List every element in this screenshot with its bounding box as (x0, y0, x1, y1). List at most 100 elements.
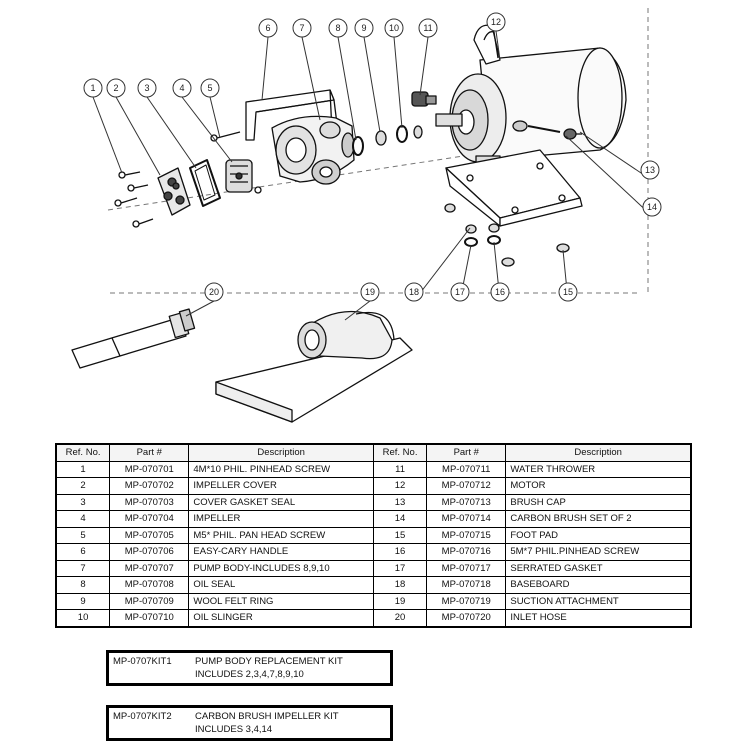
table-cell-ref1: 4 (55, 510, 111, 528)
callout-circle (418, 18, 438, 38)
table-cell-desc2: SERRATED GASKET (505, 559, 692, 577)
callout-number: 14 (647, 202, 657, 212)
table-cell-desc1: PUMP BODY-INCLUDES 8,9,10 (188, 559, 374, 577)
callout-circle (137, 78, 157, 98)
callout-circle (384, 18, 404, 38)
table-cell-desc1: 4M*10 PHIL. PINHEAD SCREW (188, 460, 374, 478)
table-cell-ref2: 15 (372, 526, 428, 544)
callout-number: 7 (299, 23, 304, 33)
table-cell-part1: MP-070709 (109, 592, 190, 610)
callout-leader-line (209, 96, 221, 139)
header-part-left: Part # (109, 443, 190, 462)
callout-circle (200, 78, 220, 98)
table-header-row: Ref. No. Part # Description Ref. No. Par… (55, 443, 692, 462)
callout-leader-line (565, 135, 653, 217)
callout-circle (258, 18, 278, 38)
table-cell-desc2: SUCTION ATTACHMENT (505, 592, 692, 610)
table-cell-desc1: EASY-CARY HANDLE (188, 543, 374, 561)
parts-table: Ref. No. Part # Description Ref. No. Par… (55, 443, 692, 628)
callout-circle (106, 78, 126, 98)
callout-leader-line (115, 96, 161, 176)
callout-number: 5 (207, 83, 212, 93)
callout-leader-line (146, 96, 197, 169)
table-cell-part2: MP-070715 (426, 526, 507, 544)
table-cell-desc2: CARBON BRUSH SET OF 2 (505, 510, 692, 528)
table-cell-part1: MP-070704 (109, 510, 190, 528)
table-cell-part1: MP-070701 (109, 460, 190, 478)
callout-circle (354, 18, 374, 38)
table-cell-desc2: WATER THROWER (505, 460, 692, 478)
table-cell-desc1: IMPELLER (188, 510, 374, 528)
table-cell-ref1: 10 (55, 609, 111, 627)
callout-leader-line (413, 227, 471, 302)
callout-circle (83, 78, 103, 98)
callout-number: 2 (113, 83, 118, 93)
callout-number: 20 (209, 287, 219, 297)
callout-number: 1 (90, 83, 95, 93)
callout-circle (450, 282, 470, 302)
callout-circle (292, 18, 312, 38)
parts-drawing (71, 24, 627, 423)
table-cell-ref2: 18 (372, 576, 428, 594)
motor-part-icon (435, 24, 627, 167)
kit-title: PUMP BODY REPLACEMENT KIT (195, 656, 343, 667)
callout-number: 3 (144, 83, 149, 93)
callout-circle (172, 78, 192, 98)
kit-title: CARBON BRUSH IMPELLER KIT (195, 711, 339, 722)
table-cell-part2: MP-070714 (426, 510, 507, 528)
table-cell-ref1: 6 (55, 543, 111, 561)
table-cell-desc1: M5* PHIL. PAN HEAD SCREW (188, 526, 374, 544)
callout-circle (490, 282, 510, 302)
callout-number: 18 (409, 287, 419, 297)
baseboard-part-icon (445, 149, 583, 227)
table-cell-desc2: BASEBOARD (505, 576, 692, 594)
callout-leader-line (337, 36, 357, 141)
table-cell-ref1: 3 (55, 493, 111, 511)
callout-number: 16 (495, 287, 505, 297)
table-cell-part2: MP-070719 (426, 592, 507, 610)
callout-leader-line (92, 96, 123, 174)
seal-rings-part-icon (352, 125, 423, 156)
suction-attachment-part-icon (215, 310, 413, 423)
table-cell-part2: MP-070713 (426, 493, 507, 511)
kit-box-2: MP-0707KIT2 CARBON BRUSH IMPELLER KIT IN… (106, 705, 393, 741)
callout-circle (486, 12, 506, 32)
table-cell-ref2: 12 (372, 477, 428, 495)
callout-number: 6 (265, 23, 270, 33)
table-cell-part1: MP-070705 (109, 526, 190, 544)
table-cell-desc2: INLET HOSE (505, 609, 692, 627)
header-ref-right: Ref. No. (372, 443, 428, 462)
inlet-hose-part-icon (71, 308, 196, 369)
callout-number: 15 (563, 287, 573, 297)
impeller-cover-part-icon (157, 167, 191, 216)
callout-leader-line (181, 96, 233, 163)
table-cell-desc2: 5M*7 PHIL.PINHEAD SCREW (505, 543, 692, 561)
callout-number: 9 (361, 23, 366, 33)
pump-body-part-icon (271, 115, 355, 185)
table-cell-ref2: 19 (372, 592, 428, 610)
kit-box-1: MP-0707KIT1 PUMP BODY REPLACEMENT KIT IN… (106, 650, 393, 686)
callout-number: 11 (423, 23, 432, 33)
header-description-right: Description (505, 443, 692, 462)
table-cell-part2: MP-070720 (426, 609, 507, 627)
pan-head-screw-part-icon (210, 131, 262, 194)
table-cell-ref2: 14 (372, 510, 428, 528)
callout-circle (640, 160, 660, 180)
header-description-left: Description (188, 443, 374, 462)
screw-part-icon (114, 171, 154, 228)
table-cell-desc2: MOTOR (505, 477, 692, 495)
kit-includes: INCLUDES 3,4,14 (195, 724, 273, 735)
table-cell-part2: MP-070716 (426, 543, 507, 561)
callout-number: 13 (645, 165, 655, 175)
table-cell-part1: MP-070707 (109, 559, 190, 577)
table-cell-part1: MP-070702 (109, 477, 190, 495)
callout-leader-line (393, 36, 403, 129)
table-cell-ref1: 8 (55, 576, 111, 594)
